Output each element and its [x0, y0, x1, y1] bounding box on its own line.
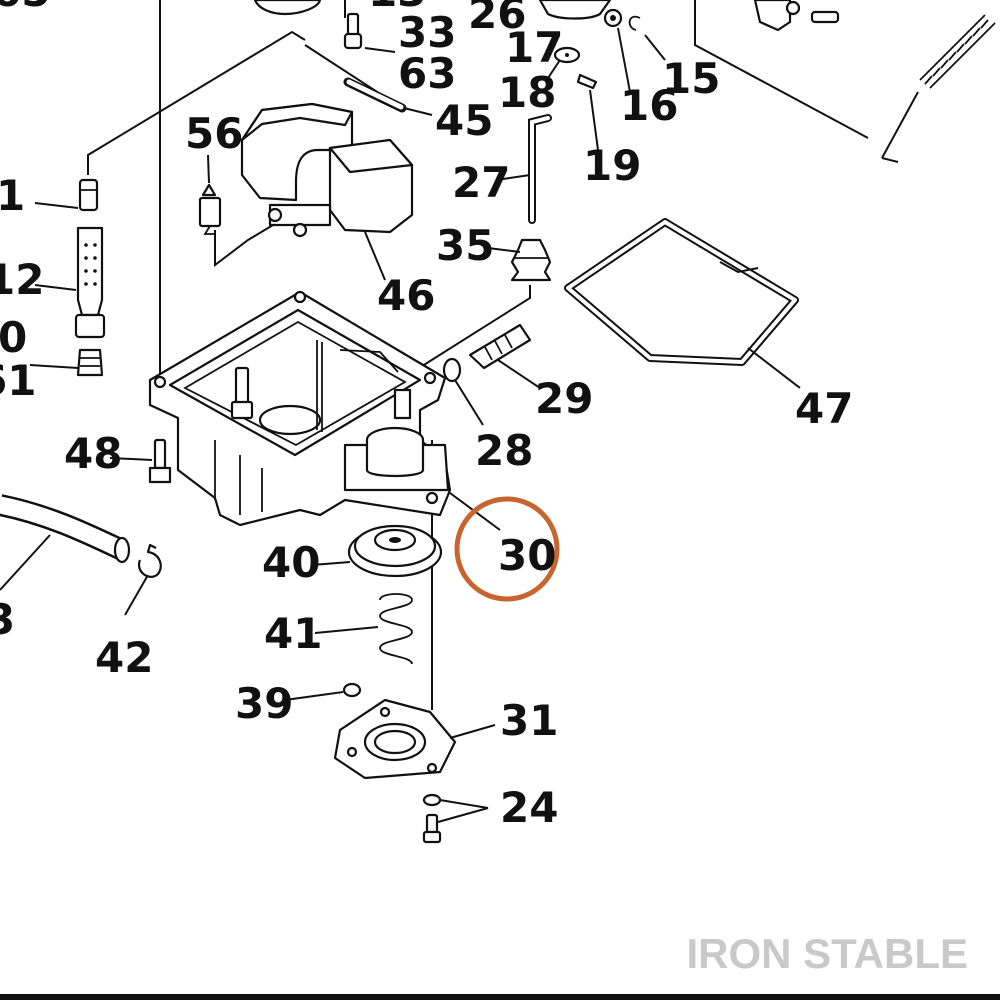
top-fragments [253, 0, 996, 113]
label-61: 61 [0, 356, 36, 405]
label-39: 39 [235, 679, 293, 728]
label-15: 15 [662, 54, 720, 103]
jet-assembly [74, 178, 106, 377]
label-47: 47 [795, 384, 853, 433]
label-28: 28 [475, 426, 533, 475]
screw-24-icon [422, 793, 442, 844]
label-33: 33 [398, 8, 456, 57]
label-48: 48 [64, 429, 122, 478]
label-31: 31 [500, 696, 558, 745]
seal-39-icon [342, 682, 362, 698]
watermark: IRON STABLE [686, 930, 968, 977]
highlight-circle [454, 496, 560, 602]
label-18: 18 [498, 68, 556, 117]
label-17: 17 [505, 23, 563, 72]
label-29: 29 [535, 374, 593, 423]
float-bowl-body-icon [148, 290, 452, 527]
part-labels: 65 13 26 33 63 45 17 18 16 15 19 56 27 3… [0, 0, 853, 832]
hose-icon [0, 494, 131, 564]
boot-35-icon [510, 238, 552, 282]
label-26: 26 [468, 0, 526, 38]
label-45: 45 [435, 96, 493, 145]
label-0: 0 [0, 313, 27, 362]
needle-56-icon [198, 183, 222, 235]
gasket-47-icon [564, 218, 799, 366]
label-65: 65 [0, 0, 50, 16]
label-41: 41 [264, 609, 322, 658]
rod-27-icon [528, 114, 552, 224]
cover-31-icon [333, 698, 457, 780]
label-56: 56 [185, 109, 243, 158]
float-46-icon [240, 102, 414, 238]
label-42: 42 [95, 633, 153, 682]
label-63: 63 [398, 49, 456, 98]
spring-icon [919, 14, 996, 89]
screw-48-icon [148, 438, 172, 484]
label-12: 12 [0, 255, 44, 304]
label-40: 40 [262, 538, 320, 587]
label-30: 30 [498, 531, 556, 580]
leader-lines [0, 27, 801, 823]
screw-29-icon [468, 323, 532, 370]
spring-41-icon [379, 593, 413, 665]
clip-15-icon [628, 15, 641, 31]
label-24: 24 [500, 783, 558, 832]
pin-19-icon [576, 73, 598, 90]
label-13: 13 [368, 0, 426, 16]
diaphragm-40-icon [347, 524, 443, 578]
label-16: 16 [620, 81, 678, 130]
label-27: 27 [452, 158, 510, 207]
guide-lines [87, 0, 919, 710]
screw-33-icon [343, 12, 363, 50]
label-19: 19 [583, 141, 641, 190]
oring-28-icon [442, 357, 462, 383]
clamp-42-icon [137, 543, 162, 578]
bottom-border [0, 994, 1000, 1000]
label-35: 35 [436, 221, 494, 270]
label-3: 3 [0, 595, 15, 644]
label-46: 46 [377, 271, 435, 320]
label-1: 1 [0, 171, 25, 220]
